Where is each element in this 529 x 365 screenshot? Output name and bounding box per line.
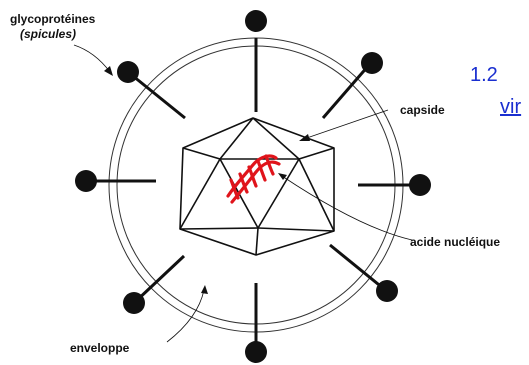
leader-glycoproteins (74, 45, 110, 72)
spike-top-right (323, 65, 369, 118)
nucleic-acid-helix (228, 156, 279, 202)
spike-head-left (75, 170, 97, 192)
spike-head-bottom-right (376, 280, 398, 302)
spike-head-top (245, 10, 267, 32)
spike-bottom-right (330, 245, 384, 289)
label-capsid: capside (400, 103, 445, 117)
partial-link[interactable]: vir (500, 96, 521, 119)
label-glycoproteins: glycoprotéines (10, 12, 96, 26)
leader-envelope (167, 290, 204, 342)
spike-head-top-left (117, 61, 139, 83)
spike-head-bottom-left (123, 292, 145, 314)
leader-capsid (301, 110, 388, 140)
spike-head-top-right (361, 52, 383, 74)
label-nucleic-acid: acide nucléique (410, 235, 500, 249)
label-envelope: enveloppe (70, 341, 130, 355)
label-spicules: (spicules) (20, 27, 76, 41)
spike-head-right (409, 174, 431, 196)
spike-head-bottom (245, 341, 267, 363)
section-number: 1.2 (470, 64, 498, 87)
